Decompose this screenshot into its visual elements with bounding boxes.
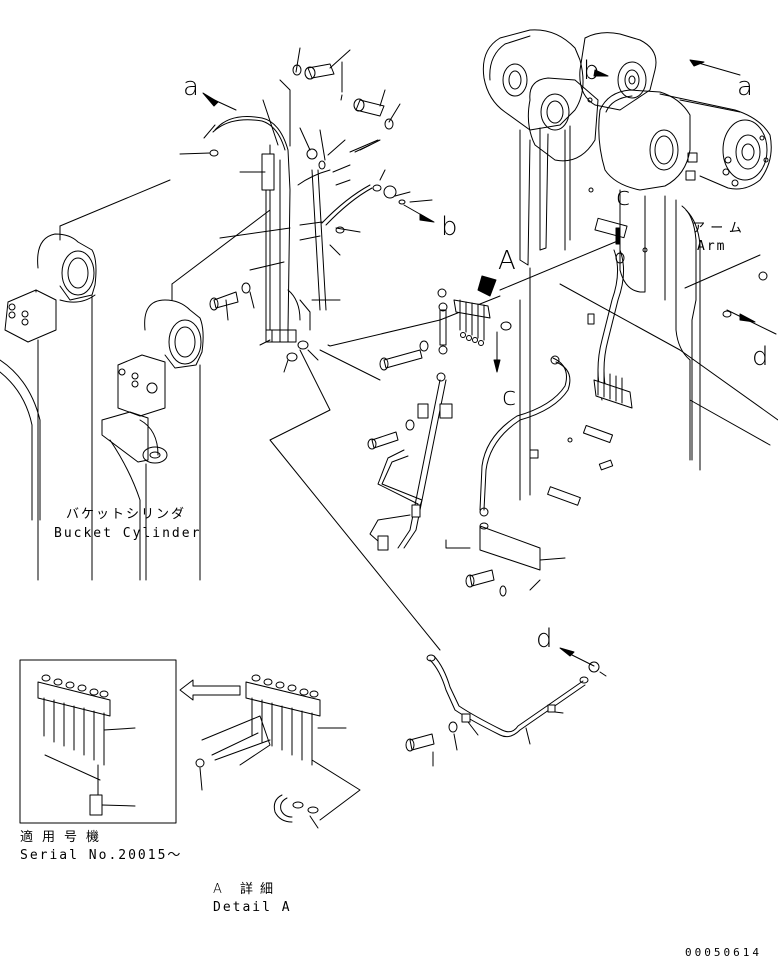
arm-web-outline: [499, 239, 778, 501]
bolt-washer-group-top: [209, 63, 406, 311]
ref-letter-c-mid: c: [502, 382, 517, 412]
serial-label-jp: 適用号機: [20, 830, 109, 845]
arm-label-jp: アーム: [692, 221, 748, 236]
detail-label-en: Detail A: [213, 900, 292, 915]
arm-label-en: Arm: [697, 239, 727, 254]
bucket-cylinder-left: [0, 233, 97, 581]
divider-valve-block-A: [379, 275, 512, 373]
arm-bracket-assembly: [482, 29, 772, 471]
bucket-cylinder-label-en: Bucket Cylinder: [54, 526, 202, 541]
reference-arrows: [202, 59, 777, 667]
document-number: 00050614: [685, 946, 762, 959]
detail-A-inset-frame: [19, 659, 361, 829]
ref-letter-a-left: a: [183, 72, 199, 102]
ref-letter-b-top: b: [583, 56, 600, 86]
grease-hose-set-top: [209, 116, 373, 362]
grease-pipe-bottom: [405, 654, 607, 767]
leader-lines: [59, 47, 501, 651]
bucket-cylinder-label-jp: バケットシリンダ: [66, 507, 187, 522]
divider-valve-on-arm: [587, 217, 768, 409]
ref-letter-c-top: c: [616, 182, 631, 212]
ref-letter-b-mid: b: [441, 212, 458, 242]
grease-pipe-middle: [367, 372, 453, 551]
grease-hose-c: [445, 355, 614, 597]
detail-marker-A: A: [498, 246, 516, 276]
bucket-cylinder-right: [101, 299, 204, 581]
ref-letter-a-right: a: [737, 72, 753, 102]
serial-label-en: Serial No.20015～: [20, 848, 183, 863]
detail-label-jp: A 詳細: [213, 882, 281, 897]
ref-letter-d-right: d: [752, 342, 769, 372]
ref-letter-d-bottom: d: [536, 624, 553, 654]
